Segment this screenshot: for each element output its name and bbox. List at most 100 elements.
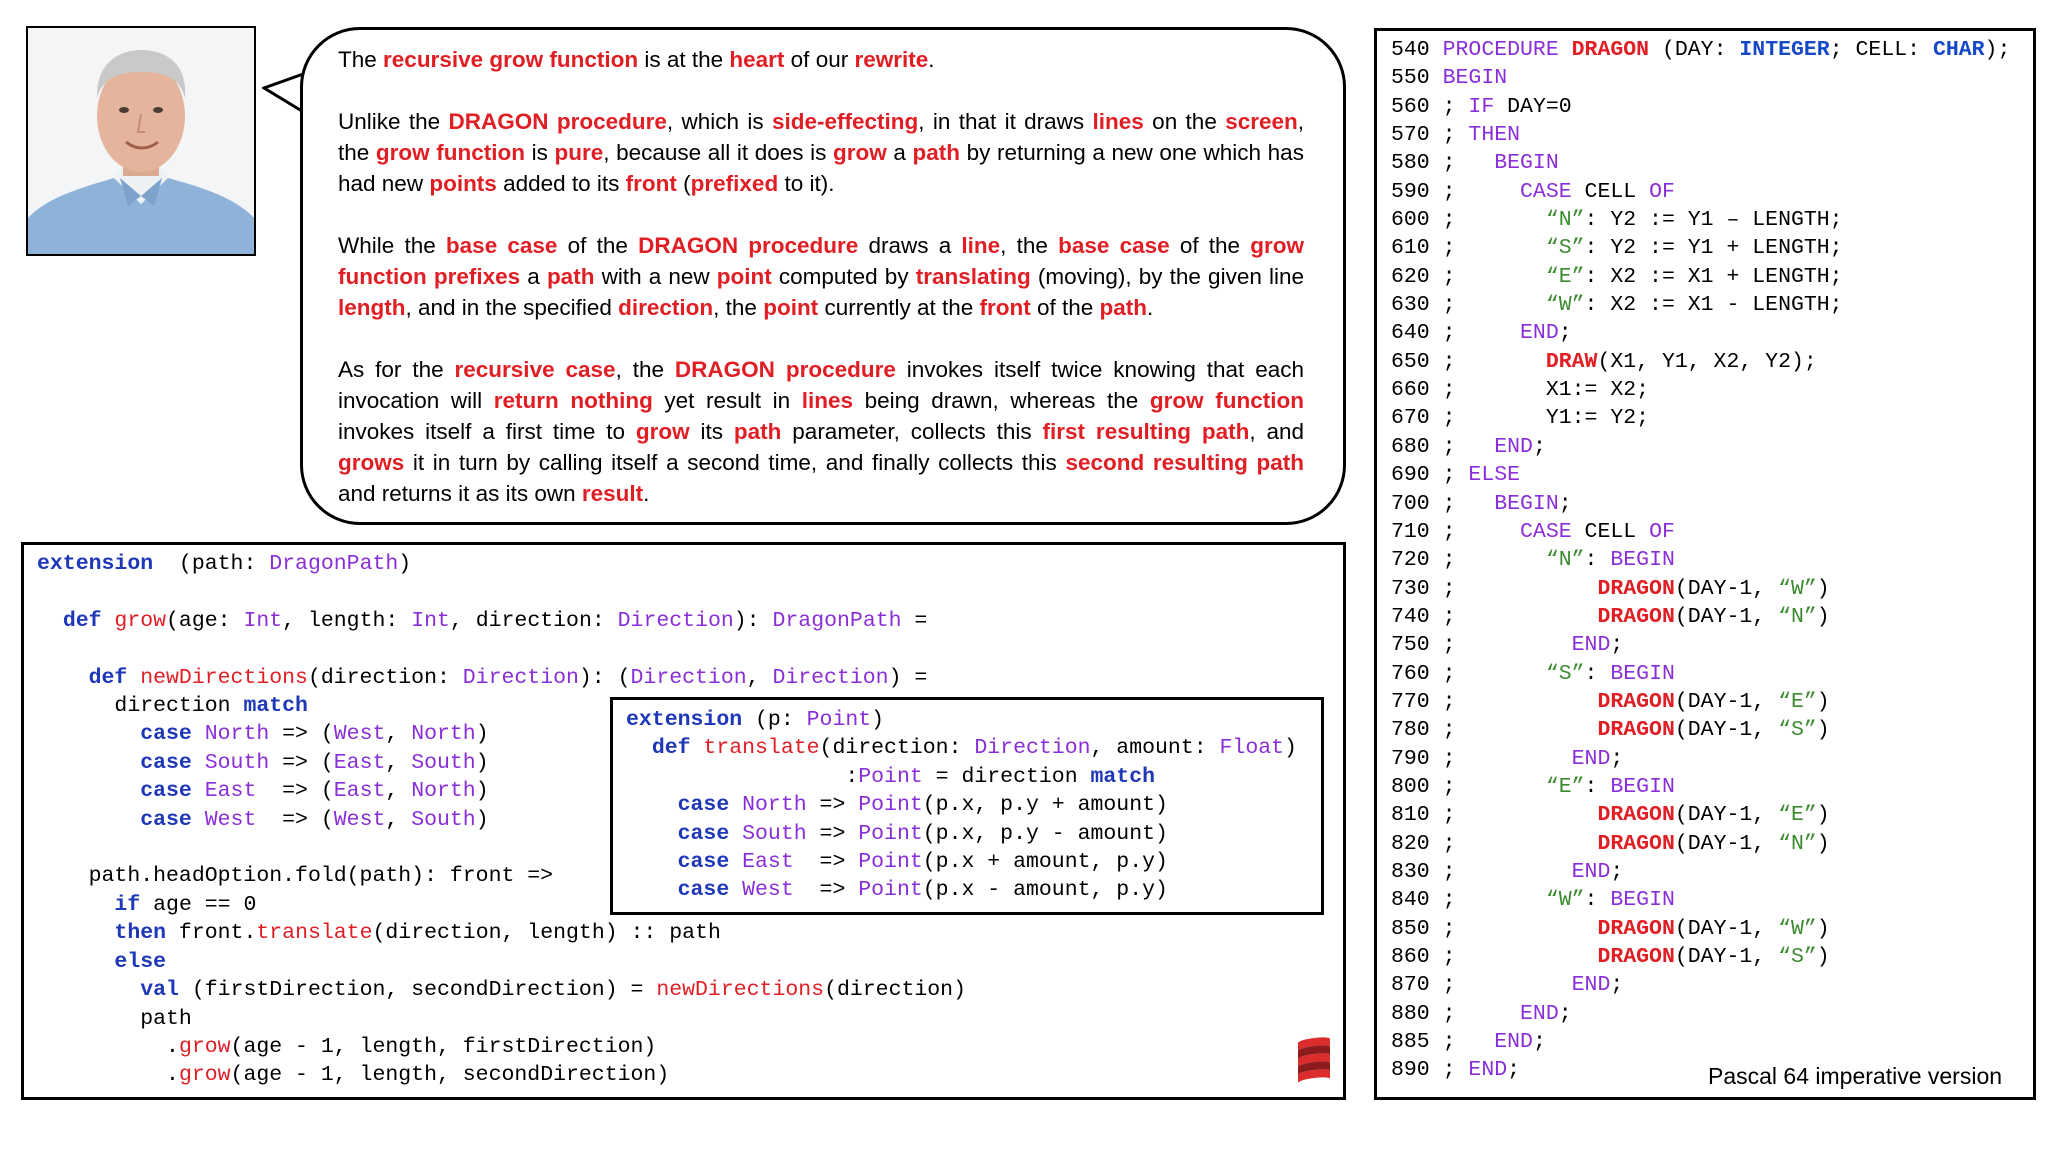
- text-run: of the: [557, 233, 639, 258]
- code-line: case South => (East, South): [37, 749, 966, 777]
- highlighted-term: DRAGON procedure: [674, 357, 896, 382]
- code-token-ty: North: [411, 779, 476, 804]
- code-line: 850 ; DRAGON(DAY-1, “W”): [1391, 915, 2010, 943]
- text-run: draws a: [858, 233, 962, 258]
- code-token-ty: East: [333, 779, 386, 804]
- code-token-pkw: END: [1571, 746, 1611, 771]
- code-token-kw: then: [114, 921, 167, 946]
- code-line: 800 ; “E”: BEGIN: [1391, 773, 2010, 801]
- highlighted-term: base case: [445, 233, 558, 258]
- code-line: path: [37, 1005, 966, 1033]
- code-token: => (: [269, 722, 334, 747]
- code-token: 580 ;: [1391, 151, 1495, 176]
- code-token: (direction:: [819, 736, 975, 761]
- code-token: :: [1584, 548, 1611, 573]
- code-token-str: “S”: [1778, 945, 1817, 969]
- code-token-ty: North: [742, 793, 807, 818]
- code-token: (age:: [166, 608, 244, 633]
- code-token-kw: case: [140, 750, 205, 775]
- code-token: 590 ;: [1391, 179, 1521, 204]
- code-line: case North => (West, North): [37, 720, 966, 748]
- code-line: then front.translate(direction, length) …: [37, 919, 966, 947]
- code-line: .grow(age - 1, length, secondDirection): [37, 1061, 966, 1089]
- code-token-ty: West: [333, 807, 386, 832]
- code-token: [37, 808, 140, 832]
- code-token: ): [1816, 718, 1830, 743]
- highlighted-term: grow: [833, 140, 887, 165]
- code-token-ty: West: [333, 722, 386, 747]
- code-token: 860 ;: [1391, 945, 1598, 969]
- code-token-kw: extension: [37, 552, 154, 576]
- code-token-pfn: DRAGON: [1597, 945, 1675, 969]
- text-run: , in that it draws: [918, 109, 1093, 134]
- code-token-ty: South: [411, 750, 476, 775]
- code-token: =>: [793, 878, 859, 903]
- highlighted-term: lines: [801, 388, 854, 413]
- text-run: (: [676, 171, 691, 196]
- highlighted-term: grow: [635, 419, 690, 444]
- code-line: extension (p: Point): [626, 706, 1297, 734]
- code-token: 680 ;: [1391, 434, 1495, 459]
- text-run: being drawn, whereas the: [853, 388, 1150, 413]
- bubble-paragraph: As for the recursive case, the DRAGON pr…: [338, 354, 1304, 509]
- code-line: 590 ; CASE CELL OF: [1391, 178, 2010, 206]
- bubble-paragraph: While the base case of the DRAGON proced…: [338, 230, 1304, 323]
- code-token-fn: grow: [178, 1063, 231, 1088]
- code-token-pkw: END: [1571, 633, 1611, 658]
- code-token: (DAY:: [1649, 38, 1740, 62]
- code-token: 540: [1391, 38, 1443, 62]
- code-token: 770 ;: [1391, 689, 1598, 714]
- scala-grow-function-code: extension (path: DragonPath) def grow(ag…: [37, 550, 966, 1090]
- code-token-str: “E”: [1545, 774, 1585, 799]
- code-token: ,: [385, 750, 412, 775]
- code-token-pkw: CASE: [1520, 179, 1572, 204]
- code-token-str: “S”: [1778, 718, 1817, 743]
- speech-bubble: [300, 27, 1346, 525]
- code-token: , direction:: [449, 608, 618, 633]
- code-token: (p.x, p.y + amount): [922, 793, 1168, 818]
- code-token: =: [901, 608, 928, 633]
- code-token: [37, 978, 140, 1002]
- code-token: 600 ;: [1391, 208, 1546, 233]
- code-token-ty: DragonPath: [772, 608, 902, 633]
- code-token: ): [475, 779, 489, 804]
- code-token: ): [398, 552, 412, 576]
- code-token: 630 ;: [1391, 293, 1546, 318]
- code-token: 720 ;: [1391, 548, 1546, 573]
- text-run: is at the: [638, 47, 730, 72]
- code-token-ty: North: [204, 722, 270, 747]
- code-line: 580 ; BEGIN: [1391, 149, 2010, 177]
- code-token: => (: [256, 779, 334, 804]
- code-token: (p.x - amount, p.y): [922, 878, 1168, 903]
- highlighted-term: path: [1099, 295, 1148, 320]
- highlighted-term: prefixed: [690, 171, 779, 196]
- translate-extension-code: extension (p: Point) def translate(direc…: [626, 706, 1297, 905]
- code-token: :: [1584, 774, 1611, 799]
- code-token: 885 ;: [1391, 1030, 1495, 1055]
- text-run: of our: [784, 47, 855, 72]
- code-token: (DAY-1,: [1674, 689, 1779, 714]
- code-token: ): [1816, 689, 1830, 714]
- code-token-str: “W”: [1778, 576, 1817, 601]
- text-run: , and: [1249, 419, 1305, 444]
- code-token: (direction, length) :: path: [372, 921, 721, 946]
- code-token: (DAY-1,: [1674, 945, 1779, 969]
- highlighted-term: DRAGON procedure: [448, 109, 667, 134]
- code-token: [37, 921, 114, 945]
- code-token: 660 ; X1:= X2;: [1391, 378, 1650, 403]
- code-token: , amount:: [1090, 736, 1220, 761]
- code-token: [626, 793, 678, 817]
- code-token-pkw: OF: [1649, 519, 1675, 544]
- code-token: (direction): [824, 978, 966, 1003]
- code-token-str: “N”: [1778, 604, 1817, 629]
- code-token-pfn: DRAGON: [1597, 803, 1675, 828]
- text-run: and returns it as its own: [338, 481, 582, 506]
- code-token-fn: translate: [256, 921, 373, 946]
- code-line: 700 ; BEGIN;: [1391, 490, 2010, 518]
- highlighted-term: point: [763, 295, 819, 320]
- code-token-fn: newDirections: [140, 665, 308, 690]
- code-token-kw: def: [651, 736, 704, 761]
- code-token-str: “N”: [1545, 208, 1585, 233]
- scala-logo-icon: [1298, 1037, 1330, 1083]
- code-line: 720 ; “N”: BEGIN: [1391, 546, 2010, 574]
